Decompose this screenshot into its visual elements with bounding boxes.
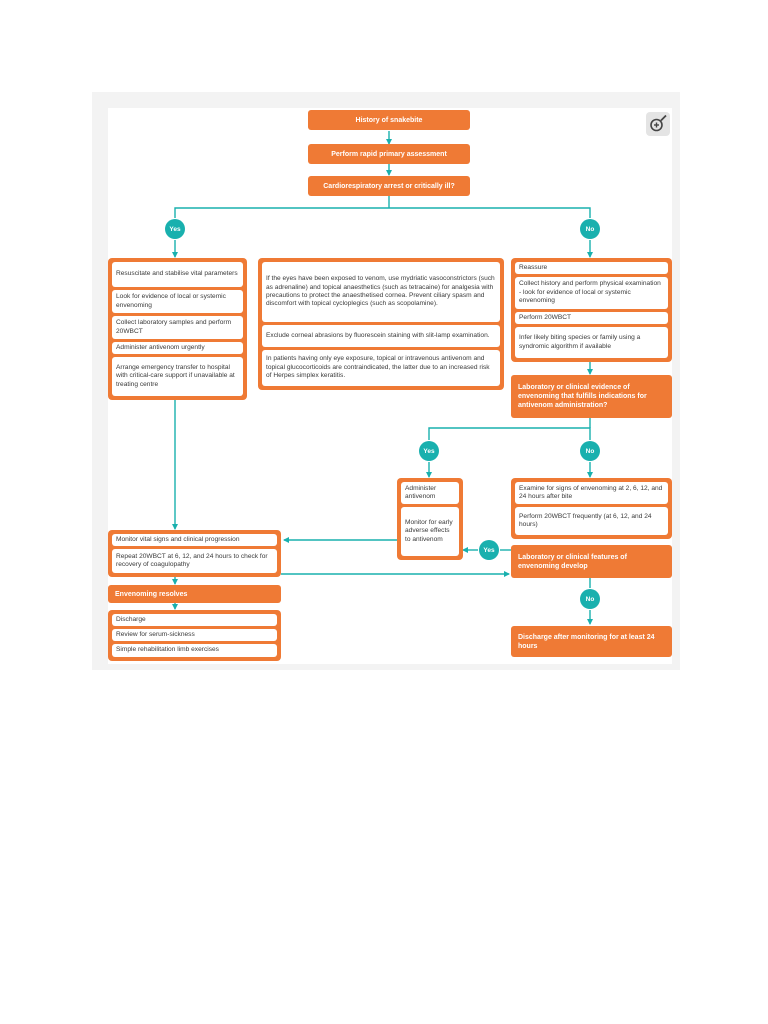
step-discharge: Discharge (112, 614, 277, 626)
step-repeat-20wbct: Repeat 20WBCT at 6, 12, and 24 hours to … (112, 549, 277, 573)
step-perform-20wbct: Perform 20WBCT (515, 312, 668, 324)
discharge-panel: Discharge Review for serum-sickness Simp… (108, 610, 281, 661)
step-collect-samples: Collect laboratory samples and perform 2… (112, 316, 243, 339)
step-resuscitate: Resuscitate and stabilise vital paramete… (112, 262, 243, 287)
no-pill-arrest: No (580, 219, 600, 239)
step-monitor-adverse-effects: Monitor for early adverse effects to ant… (401, 507, 459, 556)
step-collect-history: Collect history and perform physical exa… (515, 277, 668, 309)
eye-step-mydriatic: If the eyes have been exposed to venom, … (262, 262, 500, 322)
step-emergency-transfer: Arrange emergency transfer to hospital w… (112, 357, 243, 396)
zoom-in-icon (650, 114, 667, 132)
step-reassure: Reassure (515, 262, 668, 274)
step-monitor-vital-signs: Monitor vital signs and clinical progres… (112, 534, 277, 546)
yes-pill-features: Yes (479, 540, 499, 560)
step-perform-20wbct-frequently: Perform 20WBCT frequently (at 6, 12, and… (515, 507, 668, 535)
step-administer-antivenom-urgently: Administer antivenom urgently (112, 342, 243, 354)
step-administer-antivenom: Administer antivenom (401, 482, 459, 504)
features-question-box: Laboratory or clinical features of enven… (511, 545, 672, 578)
yes-pill-evidence: Yes (419, 441, 439, 461)
step-review-serum-sickness: Review for serum-sickness (112, 629, 277, 641)
step-look-envenoming: Look for evidence of local or systemic e… (112, 290, 243, 313)
critical-care-panel: Resuscitate and stabilise vital paramete… (108, 258, 247, 400)
examine-panel: Examine for signs of envenoming at 2, 6,… (511, 478, 672, 539)
non-critical-panel: Reassure Collect history and perform phy… (511, 258, 672, 362)
arrest-question-box: Cardiorespiratory arrest or critically i… (308, 176, 470, 196)
discharge-monitoring-box: Discharge after monitoring for at least … (511, 626, 672, 657)
yes-pill-arrest: Yes (165, 219, 185, 239)
no-pill-evidence: No (580, 441, 600, 461)
eye-exposure-panel: If the eyes have been exposed to venom, … (258, 258, 504, 390)
envenoming-resolves-box: Envenoming resolves (108, 585, 281, 603)
primary-assessment-box: Perform rapid primary assessment (308, 144, 470, 164)
evidence-question-box: Laboratory or clinical evidence of enven… (511, 375, 672, 418)
history-box: History of snakebite (308, 110, 470, 130)
eye-step-contraindications: In patients having only eye exposure, to… (262, 350, 500, 386)
step-rehabilitation: Simple rehabilitation limb exercises (112, 644, 277, 657)
zoom-button[interactable] (646, 112, 670, 136)
step-infer-species: Infer likely biting species or family us… (515, 327, 668, 358)
antivenom-panel: Administer antivenom Monitor for early a… (397, 478, 463, 560)
no-pill-features: No (580, 589, 600, 609)
step-examine-signs: Examine for signs of envenoming at 2, 6,… (515, 482, 668, 504)
eye-step-corneal-abrasions: Exclude corneal abrasions by fluorescein… (262, 325, 500, 347)
monitor-panel: Monitor vital signs and clinical progres… (108, 530, 281, 577)
